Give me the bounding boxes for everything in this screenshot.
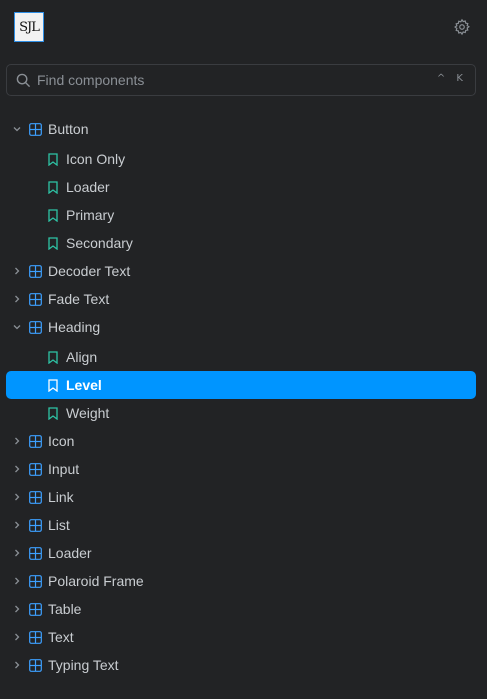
chevron-right-icon[interactable] xyxy=(12,632,22,642)
search-shortcut-hint: ^ K xyxy=(436,73,467,84)
tree-group-decoder-text[interactable]: Decoder Text xyxy=(0,257,487,285)
bookmark-icon xyxy=(48,236,58,250)
component-icon xyxy=(29,264,42,278)
chevron-right-icon[interactable] xyxy=(12,294,22,304)
tree-group-label: Text xyxy=(48,629,74,645)
component-icon xyxy=(29,490,42,504)
tree-group-text[interactable]: Text xyxy=(0,623,487,651)
tree-story-label: Weight xyxy=(66,405,110,421)
chevron-right-icon[interactable] xyxy=(12,266,22,276)
bookmark-icon xyxy=(48,378,58,392)
chevron-right-icon[interactable] xyxy=(12,520,22,530)
chevron-right-icon[interactable] xyxy=(12,492,22,502)
chevron-right-icon[interactable] xyxy=(12,464,22,474)
tree-story-secondary[interactable]: Secondary xyxy=(0,229,487,257)
brand-logo[interactable]: SJL xyxy=(14,12,44,42)
bookmark-icon xyxy=(48,208,58,222)
tree-group-label: List xyxy=(48,517,70,533)
search-icon xyxy=(16,73,31,88)
tree-group-label: Table xyxy=(48,601,82,617)
tree-group-label: Loader xyxy=(48,545,92,561)
tree-story-level-selected[interactable]: Level xyxy=(6,371,476,399)
component-icon xyxy=(29,546,42,560)
component-icon xyxy=(29,462,42,476)
tree-story-label: Secondary xyxy=(66,235,133,251)
search-box: ^ K xyxy=(6,64,476,96)
tree-group-list[interactable]: List xyxy=(0,511,487,539)
chevron-down-icon[interactable] xyxy=(12,124,22,134)
bookmark-icon xyxy=(48,406,58,420)
component-icon xyxy=(29,292,42,306)
tree-story-label: Align xyxy=(66,349,98,365)
tree-group-icon[interactable]: Icon xyxy=(0,427,487,455)
tree-story-label: Primary xyxy=(66,207,115,223)
tree-group-label: Button xyxy=(48,121,89,137)
component-icon xyxy=(29,122,42,136)
tree-story-icon-only[interactable]: Icon Only xyxy=(0,145,487,173)
component-icon xyxy=(29,320,42,334)
sidebar-header: SJL xyxy=(0,0,487,56)
tree-group-heading[interactable]: Heading xyxy=(0,313,487,341)
component-icon xyxy=(29,518,42,532)
tree-story-label: Icon Only xyxy=(66,151,126,167)
chevron-down-icon[interactable] xyxy=(12,322,22,332)
chevron-right-icon[interactable] xyxy=(12,436,22,446)
chevron-right-icon[interactable] xyxy=(12,548,22,558)
bookmark-icon xyxy=(48,350,58,364)
tree-group-table[interactable]: Table xyxy=(0,595,487,623)
tree-group-button[interactable]: Button xyxy=(0,115,487,143)
tree-group-label: Typing Text xyxy=(48,657,119,673)
tree-group-label: Input xyxy=(48,461,80,477)
bookmark-icon xyxy=(48,152,58,166)
tree-story-label: Level xyxy=(66,377,102,393)
tree-group-label: Icon xyxy=(48,433,75,449)
tree-group-typing-text[interactable]: Typing Text xyxy=(0,651,487,679)
component-icon xyxy=(29,630,42,644)
tree-group-link[interactable]: Link xyxy=(0,483,487,511)
search-input[interactable] xyxy=(37,65,437,95)
component-icon xyxy=(29,658,42,672)
component-icon xyxy=(29,602,42,616)
component-icon xyxy=(29,574,42,588)
tree-story-primary[interactable]: Primary xyxy=(0,201,487,229)
tree-group-fade-text[interactable]: Fade Text xyxy=(0,285,487,313)
tree-group-polaroid-frame[interactable]: Polaroid Frame xyxy=(0,567,487,595)
tree-story-weight[interactable]: Weight xyxy=(0,399,487,427)
tree-group-label: Link xyxy=(48,489,74,505)
chevron-right-icon[interactable] xyxy=(12,660,22,670)
tree-group-label: Heading xyxy=(48,319,101,335)
tree-story-label: Loader xyxy=(66,179,110,195)
bookmark-icon xyxy=(48,180,58,194)
gear-icon[interactable] xyxy=(453,18,471,36)
chevron-right-icon[interactable] xyxy=(12,604,22,614)
tree-story-loader[interactable]: Loader xyxy=(0,173,487,201)
component-icon xyxy=(29,434,42,448)
tree-story-align[interactable]: Align xyxy=(0,343,487,371)
tree-group-input[interactable]: Input xyxy=(0,455,487,483)
tree-group-label: Fade Text xyxy=(48,291,110,307)
tree-group-loader[interactable]: Loader xyxy=(0,539,487,567)
tree-group-label: Polaroid Frame xyxy=(48,573,144,589)
tree-group-label: Decoder Text xyxy=(48,263,131,279)
component-tree: Button Icon Only Loader Primary Secondar… xyxy=(0,115,487,679)
chevron-right-icon[interactable] xyxy=(12,576,22,586)
